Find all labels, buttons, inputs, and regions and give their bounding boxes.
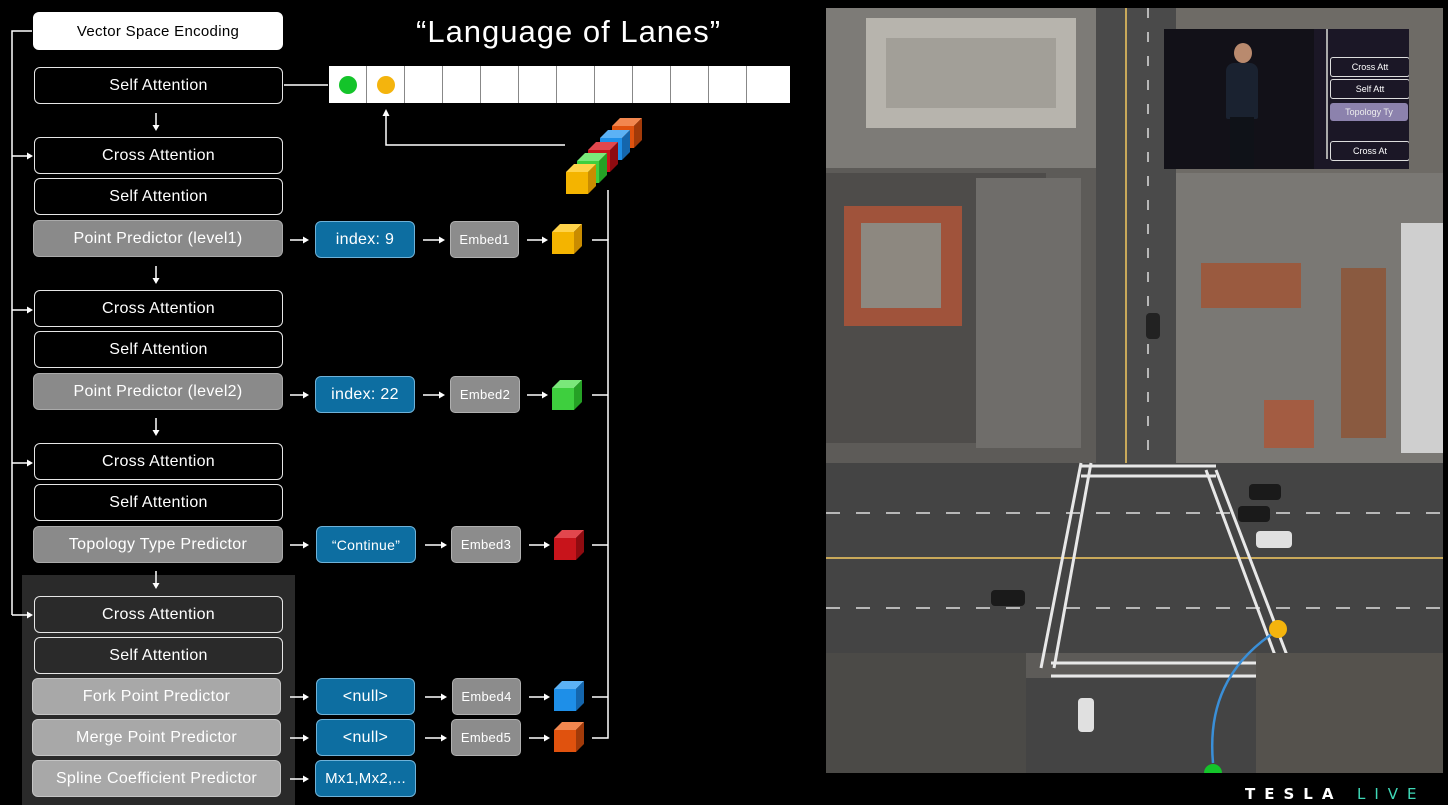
- embed4-box: Embed4: [452, 678, 521, 715]
- cube-embed2-icon: [552, 380, 582, 410]
- flow-arrows: [152, 84, 609, 783]
- fork-output: <null>: [316, 678, 415, 715]
- merge-output: <null>: [316, 719, 415, 756]
- self-attention-3: Self Attention: [34, 484, 283, 521]
- self-attention-0: Self Attention: [34, 67, 283, 104]
- encoding-rail: [11, 30, 33, 619]
- inset-label: Self Att: [1330, 79, 1409, 99]
- sequence-cell: [709, 66, 747, 103]
- sequence-cell: [519, 66, 557, 103]
- sequence-cell: [443, 66, 481, 103]
- sequence-cell: [595, 66, 633, 103]
- cube-embed5-icon: [554, 722, 584, 752]
- stacked-token-icon: [566, 118, 642, 194]
- embed1-box: Embed1: [450, 221, 519, 258]
- index-output-1: index: 9: [315, 221, 415, 258]
- cross-attention-2: Cross Attention: [34, 290, 283, 327]
- cross-attention-1: Cross Attention: [34, 137, 283, 174]
- sequence-cell: [633, 66, 671, 103]
- sequence-cell: [557, 66, 595, 103]
- merge-point-predictor: Merge Point Predictor: [32, 719, 281, 756]
- cross-attention-4: Cross Attention: [34, 596, 283, 633]
- self-attention-2: Self Attention: [34, 331, 283, 368]
- topology-type-predictor: Topology Type Predictor: [33, 526, 283, 563]
- sequence-cell: [481, 66, 519, 103]
- vector-space-encoding: Vector Space Encoding: [33, 12, 283, 50]
- inset-label: Cross At: [1330, 141, 1409, 161]
- sequence-cell: [671, 66, 709, 103]
- fork-point-predictor: Fork Point Predictor: [32, 678, 281, 715]
- spline-coefficient-predictor: Spline Coefficient Predictor: [32, 760, 281, 797]
- live-logo: LIVE: [1357, 785, 1426, 803]
- speaker-inset-video: Cross Att Self Att Topology Ty Cross At: [1164, 29, 1409, 169]
- self-attention-1: Self Attention: [34, 178, 283, 215]
- cube-embed3-icon: [554, 530, 584, 560]
- tesla-logo: TESLA: [1245, 785, 1343, 803]
- topology-output: “Continue”: [316, 526, 416, 563]
- embed2-box: Embed2: [450, 376, 520, 413]
- index-output-2: index: 22: [315, 376, 415, 413]
- cross-attention-3: Cross Attention: [34, 443, 283, 480]
- embed5-box: Embed5: [451, 719, 521, 756]
- embed3-box: Embed3: [451, 526, 521, 563]
- inset-label: Topology Ty: [1330, 103, 1408, 121]
- token-cubes: [552, 118, 642, 752]
- presenter-figure: [1224, 43, 1260, 169]
- point-predictor-level1: Point Predictor (level1): [33, 220, 283, 257]
- cube-embed4-icon: [554, 681, 584, 711]
- cube-embed1-icon: [552, 224, 582, 254]
- sequence-cell: [747, 66, 790, 103]
- inset-label: Cross Att: [1330, 57, 1409, 77]
- orange-token-dot: [377, 76, 395, 94]
- green-token-dot: [339, 76, 357, 94]
- sequence-cell: [405, 66, 443, 103]
- slide-title: “Language of Lanes”: [416, 14, 722, 49]
- point-predictor-level2: Point Predictor (level2): [33, 373, 283, 410]
- spline-output: Mx1,Mx2,...: [315, 760, 416, 797]
- inset-slide: Cross Att Self Att Topology Ty Cross At: [1314, 29, 1409, 169]
- self-attention-4: Self Attention: [34, 637, 283, 674]
